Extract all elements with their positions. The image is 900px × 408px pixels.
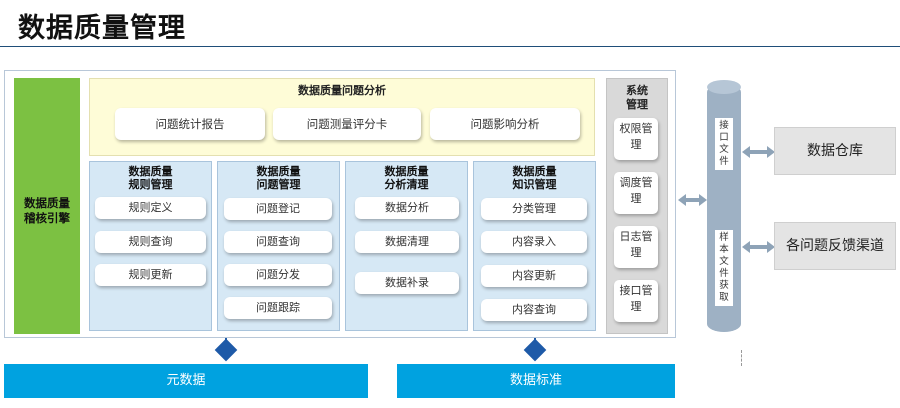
problem-management-title: 数据质量 问题管理 bbox=[256, 165, 301, 191]
rule-management-title: 数据质量 规则管理 bbox=[128, 165, 173, 191]
cleaning-item: 数据分析 bbox=[355, 197, 459, 219]
data-standard-bar: 数据标准 bbox=[397, 364, 675, 398]
knowledge-management-title: 数据质量 知识管理 bbox=[512, 165, 557, 191]
audit-engine-block: 数据质量 稽核引擎 bbox=[14, 78, 80, 334]
rule-item: 规则查询 bbox=[95, 231, 206, 253]
cleaning-item: 数据清理 bbox=[355, 231, 459, 253]
data-warehouse-box: 数据仓库 bbox=[774, 127, 896, 175]
knowledge-item: 内容更新 bbox=[481, 265, 587, 287]
metadata-diamond bbox=[214, 338, 238, 362]
feedback-channel-box: 各问题反馈渠道 bbox=[774, 222, 896, 270]
left-arrowhead bbox=[742, 241, 750, 253]
left-arrowhead bbox=[678, 194, 686, 206]
problem-item: 问题跟踪 bbox=[224, 297, 332, 319]
dashed-marker bbox=[741, 350, 742, 366]
analysis-cleaning-title: 数据质量 分析清理 bbox=[384, 165, 429, 191]
system-item: 调度管 理 bbox=[614, 172, 658, 214]
analysis-item: 问题影响分析 bbox=[430, 108, 580, 140]
problem-item: 问题查询 bbox=[224, 231, 332, 253]
knowledge-item: 内容查询 bbox=[481, 299, 587, 321]
rule-item: 规则定义 bbox=[95, 197, 206, 219]
problem-item: 问题登记 bbox=[224, 198, 332, 220]
knowledge-item: 分类管理 bbox=[481, 198, 587, 220]
analysis-item: 问题统计报告 bbox=[115, 108, 265, 140]
feedback-arrow bbox=[749, 245, 767, 249]
knowledge-item: 内容录入 bbox=[481, 231, 587, 253]
system-management-title: 系统 管理 bbox=[626, 84, 648, 111]
warehouse-arrow bbox=[749, 150, 767, 154]
right-arrowhead bbox=[767, 146, 775, 158]
audit-engine-label: 数据质量 稽核引擎 bbox=[24, 196, 70, 225]
problem-analysis-title: 数据质量问题分析 bbox=[298, 84, 386, 97]
cleaning-item: 数据补录 bbox=[355, 272, 459, 294]
rule-item: 规则更新 bbox=[95, 264, 206, 286]
right-arrowhead bbox=[767, 241, 775, 253]
title-divider bbox=[0, 46, 900, 47]
frame-interface-arrow bbox=[685, 198, 699, 202]
interface-file-label: 接 口 文 件 bbox=[715, 118, 733, 170]
problem-item: 问题分发 bbox=[224, 264, 332, 286]
page-title: 数据质量管理 bbox=[18, 13, 186, 44]
analysis-item: 问题测量评分卡 bbox=[273, 108, 421, 140]
standard-diamond bbox=[523, 338, 547, 362]
right-arrowhead bbox=[699, 194, 707, 206]
left-arrowhead bbox=[742, 146, 750, 158]
metadata-bar: 元数据 bbox=[4, 364, 368, 398]
system-item: 权限管 理 bbox=[614, 118, 658, 160]
sample-file-label: 样 本 文 件 获 取 bbox=[715, 230, 733, 306]
interface-cylinder-top bbox=[707, 80, 741, 94]
system-item: 接口管 理 bbox=[614, 280, 658, 322]
system-item: 日志管 理 bbox=[614, 226, 658, 268]
